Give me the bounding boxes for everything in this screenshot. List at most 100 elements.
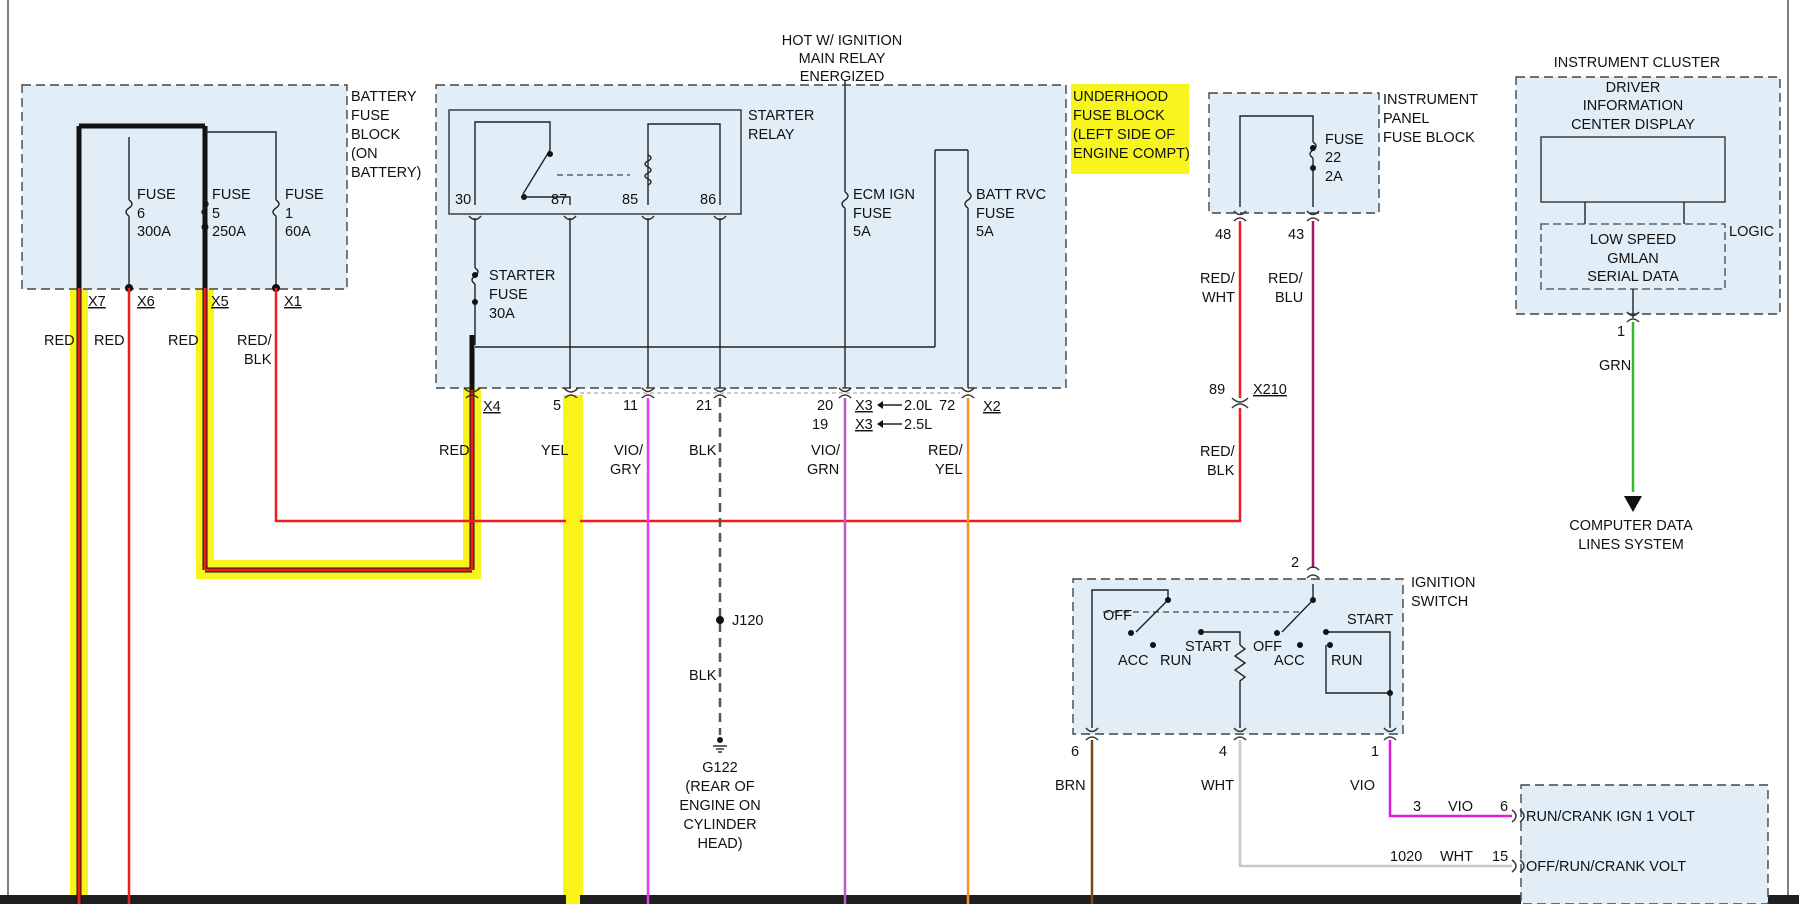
ip-block-title-1: INSTRUMENT	[1383, 92, 1478, 108]
ecm-fuse-label-3: 5A	[853, 224, 871, 240]
ecm-fuse-label-2: FUSE	[853, 206, 892, 222]
ignition-title-1: IGNITION	[1411, 575, 1475, 591]
starter-fuse-label-3: 30A	[489, 306, 515, 322]
pin-19: 19	[812, 417, 828, 433]
pin-5: 5	[553, 398, 561, 414]
cluster-wire-color: GRN	[1599, 358, 1631, 374]
ground-label-2: (REAR OF	[685, 779, 754, 795]
wire-48-color-2: WHT	[1202, 290, 1235, 306]
wire-vio-color: VIO	[1350, 778, 1375, 794]
wire-pin20-color-2: GRN	[807, 462, 839, 478]
relay-pin-87: 87	[551, 192, 567, 208]
pin-21: 21	[696, 398, 712, 414]
dic-label-1: DRIVER	[1606, 80, 1661, 96]
ign-acc-2: ACC	[1274, 653, 1305, 669]
wire-brn-color: BRN	[1055, 778, 1086, 794]
starter-relay-label-2: RELAY	[748, 127, 795, 143]
ignition-title-2: SWITCH	[1411, 594, 1468, 610]
gmlan-label-3: SERIAL DATA	[1587, 269, 1679, 285]
underhood-title-4: ENGINE COMPT)	[1073, 146, 1190, 162]
engine-2-5l: 2.5L	[904, 417, 932, 433]
wire-pin21-color: BLK	[689, 443, 717, 459]
terminal-x6: X6	[137, 294, 155, 310]
hot-label-2: MAIN RELAY	[799, 51, 886, 67]
wire-pin11-color-1: VIO/	[614, 443, 644, 459]
ign-off-1: OFF	[1103, 608, 1132, 624]
wire-pin5-color: YEL	[541, 443, 568, 459]
fuse5-label-3: 250A	[212, 224, 246, 240]
battery-block-title-2: FUSE	[351, 108, 390, 124]
wire-43-color-1: RED/	[1268, 271, 1304, 287]
ground-wire-color: BLK	[689, 668, 717, 684]
ground-label-4: CYLINDER	[683, 817, 756, 833]
gmlan-label-2: GMLAN	[1607, 251, 1659, 267]
wht-circuit-number: 1020	[1390, 849, 1422, 865]
terminal-x2: X2	[983, 399, 1001, 415]
ground-label-3: ENGINE ON	[679, 798, 760, 814]
cluster-pin-1: 1	[1617, 324, 1625, 340]
terminal-x7: X7	[88, 294, 106, 310]
dic-label-3: CENTER DISPLAY	[1571, 117, 1695, 133]
starter-relay-box	[448, 109, 742, 215]
wire-89-color-1: RED/	[1200, 444, 1236, 460]
pin-11: 11	[623, 398, 638, 414]
bcm-connector	[1520, 784, 1769, 904]
gmlan-label-1: LOW SPEED	[1590, 232, 1676, 248]
ign-off-2: OFF	[1253, 639, 1282, 655]
dic-label-2: INFORMATION	[1583, 98, 1683, 114]
wire-x1-color-1: RED/	[237, 333, 273, 349]
fuse5-label-2: 5	[212, 206, 220, 222]
ign-start-2: START	[1347, 612, 1393, 628]
pin-20: 20	[817, 398, 833, 414]
starter-relay-label-1: STARTER	[748, 108, 814, 124]
ip-block-title-2: PANEL	[1383, 111, 1429, 127]
vio-circuit-wire: VIO	[1448, 799, 1473, 815]
ip-fuse-block	[1208, 92, 1380, 214]
batt-fuse-label-3: 5A	[976, 224, 994, 240]
fuse6-label-1: FUSE	[137, 187, 176, 203]
hot-label-3: ENERGIZED	[800, 69, 885, 85]
engine-2-0l: 2.0L	[904, 398, 932, 414]
ip-fuse-label-2: 22	[1325, 150, 1341, 166]
computer-data-label-2: LINES SYSTEM	[1578, 537, 1684, 553]
computer-data-label-1: COMPUTER DATA	[1569, 518, 1693, 534]
batt-fuse-label-1: BATT RVC	[976, 187, 1046, 203]
pin-89: 89	[1209, 382, 1225, 398]
ign-run-2: RUN	[1331, 653, 1362, 669]
batt-fuse-label-2: FUSE	[976, 206, 1015, 222]
underhood-title-1: UNDERHOOD	[1073, 89, 1168, 105]
wire-x4-color: RED	[439, 443, 470, 459]
battery-block-title-3: BLOCK	[351, 127, 400, 143]
dic-display	[1540, 136, 1726, 203]
ignition-switch	[1072, 578, 1404, 735]
ecm-fuse-label-1: ECM IGN	[853, 187, 915, 203]
instrument-cluster	[1515, 76, 1781, 315]
ip-block-title-3: FUSE BLOCK	[1383, 130, 1475, 146]
ground-label-5: HEAD)	[697, 836, 742, 852]
fuse1-label-2: 1	[285, 206, 293, 222]
ip-fuse-label-1: FUSE	[1325, 132, 1364, 148]
fuse5-label-1: FUSE	[212, 187, 251, 203]
wire-pin20-color-1: VIO/	[811, 443, 841, 459]
wire-pin72-color-1: RED/	[928, 443, 964, 459]
underhood-title-2: FUSE BLOCK	[1073, 108, 1165, 124]
wht-circuit-pin: 15	[1492, 849, 1508, 865]
terminal-x1: X1	[284, 294, 302, 310]
splice-j120: J120	[732, 613, 763, 629]
starter-fuse-label-2: FUSE	[489, 287, 528, 303]
relay-pin-30: 30	[455, 192, 471, 208]
logic-label: LOGIC	[1729, 224, 1774, 240]
battery-block-title-4: (ON	[351, 146, 378, 162]
battery-fuse-block	[21, 84, 348, 290]
cluster-title: INSTRUMENT CLUSTER	[1554, 55, 1721, 71]
relay-pin-85: 85	[622, 192, 638, 208]
ign-start-1: START	[1185, 639, 1231, 655]
run-crank-ign-label: RUN/CRANK IGN 1 VOLT	[1526, 809, 1695, 825]
wire-wht-color: WHT	[1201, 778, 1234, 794]
starter-fuse-label-1: STARTER	[489, 268, 555, 284]
pin-72: 72	[939, 398, 955, 414]
wire-x7-color: RED	[44, 333, 75, 349]
ign-run-1: RUN	[1160, 653, 1191, 669]
wire-89-color-2: BLK	[1207, 463, 1235, 479]
